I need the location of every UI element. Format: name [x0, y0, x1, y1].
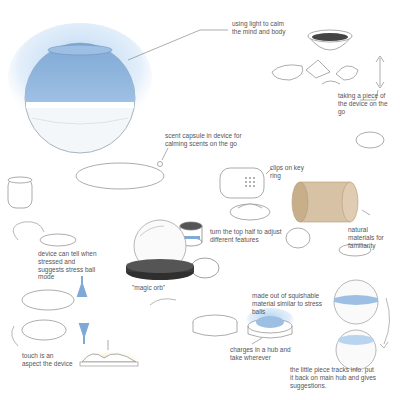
annotation-note: taking a piece of the device on the go — [338, 92, 392, 115]
stress-ball-sketches — [12, 222, 88, 346]
annotation-note: turn the top half to adjust different fe… — [210, 228, 284, 244]
magic-orb — [126, 220, 194, 280]
tracker-orbs — [334, 280, 390, 370]
annotation-note: the little piece tracks info. put it bac… — [290, 366, 376, 389]
touch-sketches — [80, 340, 140, 366]
annotation-note: natural materials for familiarity — [348, 226, 396, 249]
annotation-note: clips on key ring — [270, 164, 314, 180]
main-orb — [8, 23, 152, 153]
annotation-note: scent capsule in device for calming scen… — [165, 132, 245, 148]
annotation-note: "magic orb" — [132, 284, 176, 292]
annotation-note: charges in a hub and take wherever — [230, 346, 296, 362]
leader-line — [128, 30, 228, 60]
annotation-note: touch is an aspect the device — [22, 352, 74, 368]
piece-sketches — [272, 30, 384, 148]
annotation-note: device can tell when stressed and sugges… — [38, 250, 100, 281]
annotation-note: using light to calm the mind and body — [232, 20, 294, 36]
annotation-note: made out of squishable material similar … — [252, 292, 334, 315]
